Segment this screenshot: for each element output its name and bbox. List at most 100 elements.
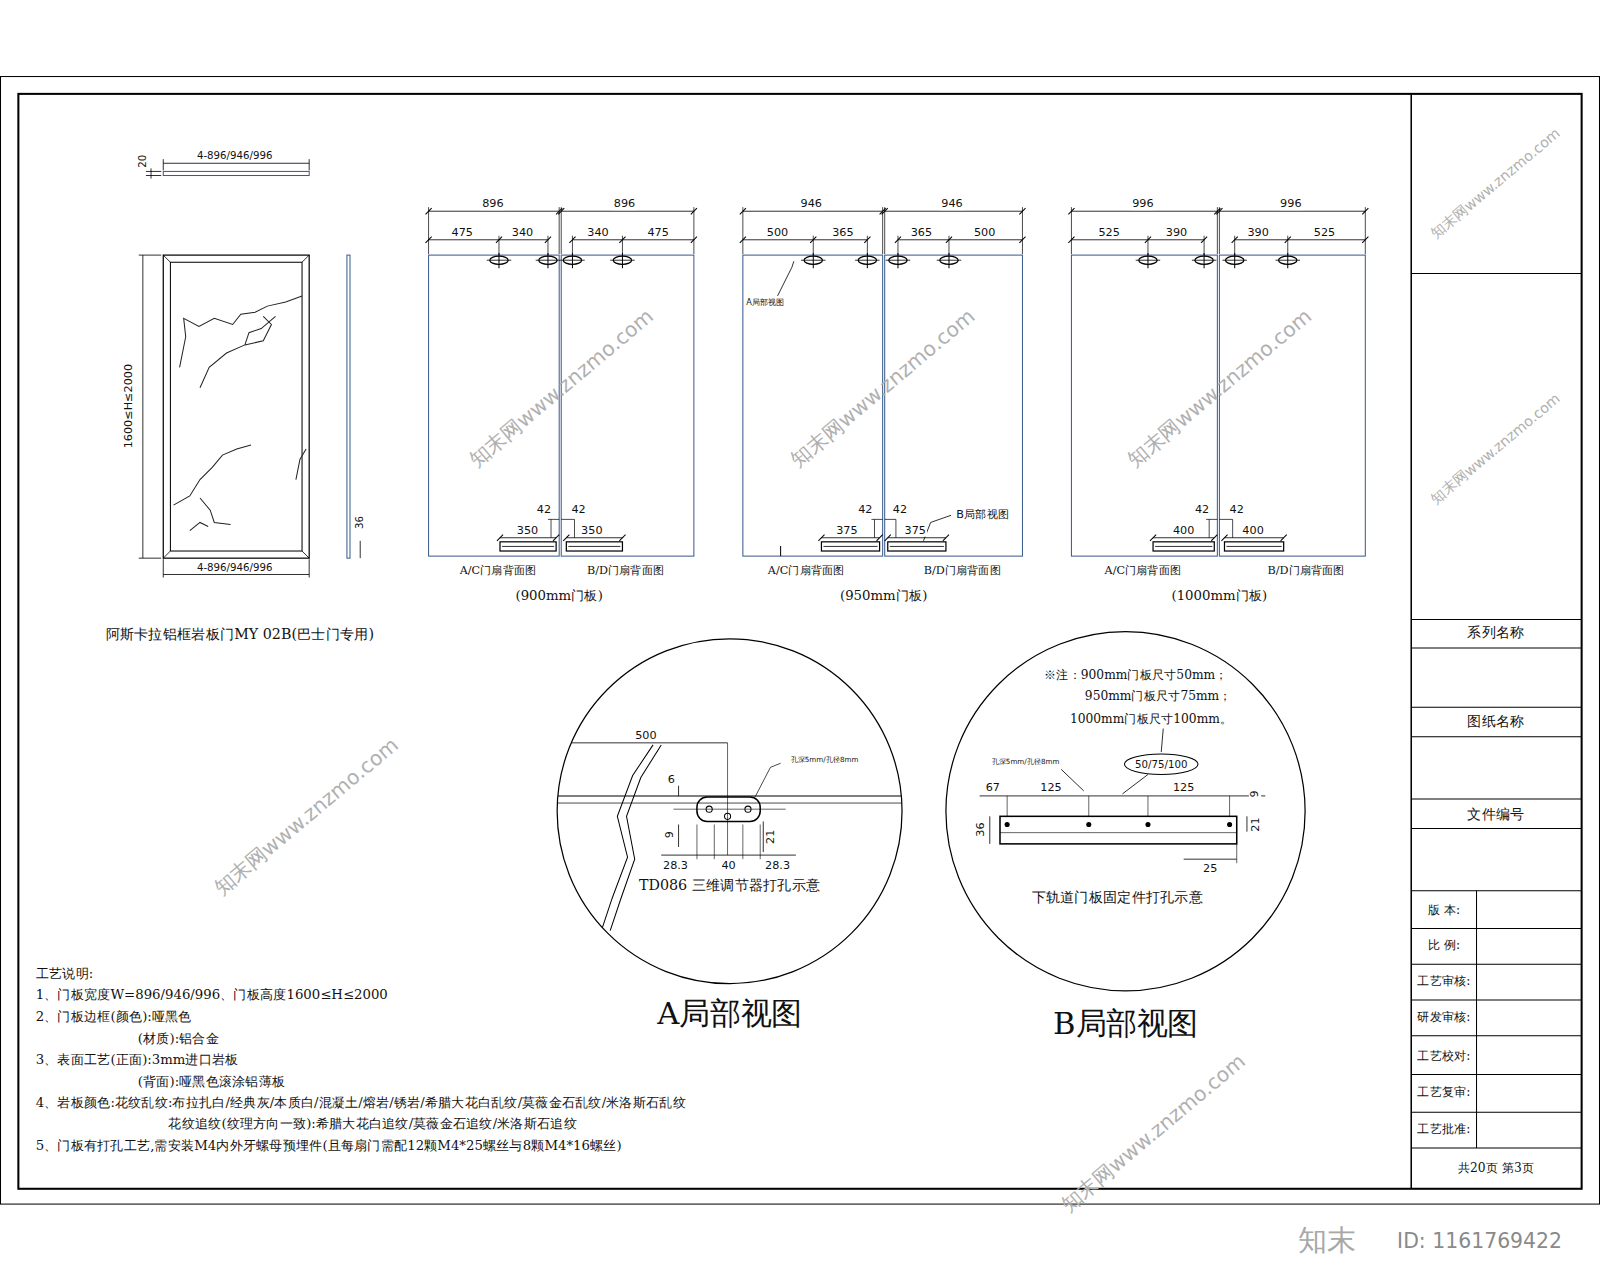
process-note: 4、岩板颜色:花纹乱纹:布拉扎白/经典灰/本质白/混凝土/熔岩/锈岩/希腊大花白… [36,1096,686,1111]
process-note: 5、门板有打孔工艺,需安装M4内外牙螺母预埋件(且每扇门需配12颗M4*25螺丝… [36,1139,622,1154]
extension-line [1071,207,1072,254]
title-block-cell: 版 本: [1428,903,1461,916]
view-caption: B/D门扇背面图 [1268,565,1345,577]
title-block-line [1411,1112,1581,1113]
hinge-axis [813,253,814,268]
dimension-line [163,163,309,164]
rail-fixing [566,542,622,551]
view-caption: (900mm门板) [515,589,602,604]
dimension-text: 350 [516,524,539,536]
dimension-line [678,824,679,846]
extension-line [622,236,623,255]
extension-line [1287,236,1288,255]
dimension-text: 42 [892,504,908,516]
rail-fixing [568,546,620,547]
dimension-tick [1221,535,1227,541]
dimension-line [678,786,679,796]
extension-line [1234,236,1235,255]
dimension-tick [426,237,432,243]
process-note: 950mm门板尺寸75mm； [1085,690,1232,703]
hinge-axis [622,253,623,268]
leader-line [1122,774,1148,793]
dimension-text: 365 [831,226,854,238]
extension-line [696,824,697,859]
dimension-text: 896 [481,198,504,210]
dimension-tick [1019,237,1025,243]
frame-corner [163,255,170,262]
extension-line [309,159,310,170]
panel-side-view [347,255,350,558]
hinge-axis [572,253,573,268]
dimension-text: 400 [1241,524,1264,536]
hinge-axis [1147,253,1148,268]
dimension-tick [563,535,569,541]
marble-vein [173,445,251,505]
hinge-axis [801,260,825,261]
dimension-line [1224,537,1283,538]
dimension-tick [558,208,564,214]
extension-line [1229,796,1230,816]
process-note: 2、门板边框(颜色):哑黑色 [36,1010,192,1025]
dimension-text: 525 [1097,226,1120,238]
dimension-text: 996 [1279,198,1302,210]
process-note: 1000mm门板尺寸100mm。 [1070,713,1232,726]
marble-vein [180,296,302,367]
hinge-axis [560,260,584,261]
watermark: 知末网www.znzmo.com [1429,125,1564,242]
hinge-axis [487,260,511,261]
hinge-axis [1222,260,1246,261]
dimension-tick [818,535,824,541]
extension-line [1219,207,1220,254]
extension-line [547,236,548,255]
extension-line [948,236,949,255]
extension-line [572,236,573,255]
dimension-text: 42 [536,504,552,516]
title-block-cell: 共20页 第3页 [1458,1162,1534,1175]
dimension-tick [740,208,746,214]
panel-top-view [163,171,309,175]
reference-label: A局部视图 [746,299,784,308]
hinge-axis [1234,253,1235,268]
view-caption: B/D门扇背面图 [587,565,664,577]
leader-line [755,763,781,797]
dimension-line [1219,519,1232,520]
image-id: ID: 1161769422 [1397,1230,1562,1252]
dimension-line [1071,211,1217,212]
rail-fixing [1227,546,1282,547]
hinge-axis [886,260,910,261]
detail-b [980,729,1266,864]
callout-ellipse [1124,754,1197,774]
title-block-line [1476,891,1477,1148]
dimension-text: 340 [586,226,609,238]
extension-line [498,236,499,255]
hinge-axis [1204,253,1205,268]
door-panel [1219,255,1365,556]
dimension-text: 4-896/946/996 [196,149,274,160]
title-block-line [1411,999,1581,1000]
dimension-text: 996 [1131,198,1154,210]
detail-circle: 下轨道门板固定件打孔示意B局部视图 [945,631,1306,992]
dimension-line [898,239,1022,240]
dimension-line [871,519,882,520]
dimension-tick [619,535,625,541]
dimension-text: 42 [570,504,586,516]
inner-frame [18,94,1581,1189]
dimension-line [561,211,694,212]
watermark-logo: 知末 [1298,1225,1355,1256]
panel-edge [551,803,908,804]
dimension-line [1246,816,1247,831]
dimension-text: 42 [857,504,873,516]
rail-fixing [502,546,554,547]
extension-line [574,519,575,537]
circle-outline [556,638,903,985]
dimension-text: 125 [1039,782,1062,794]
dimension-text: 946 [940,198,963,210]
title-block-line [1411,828,1581,829]
marble-vein [200,498,231,525]
extension-line [1147,796,1148,816]
process-note: (材质):铝合金 [138,1031,219,1046]
detail-heading: A局部视图 [657,996,802,1030]
hinge-axis [867,253,868,268]
dimension-tick [1211,535,1217,541]
dimension-text: 28.3 [662,860,689,872]
